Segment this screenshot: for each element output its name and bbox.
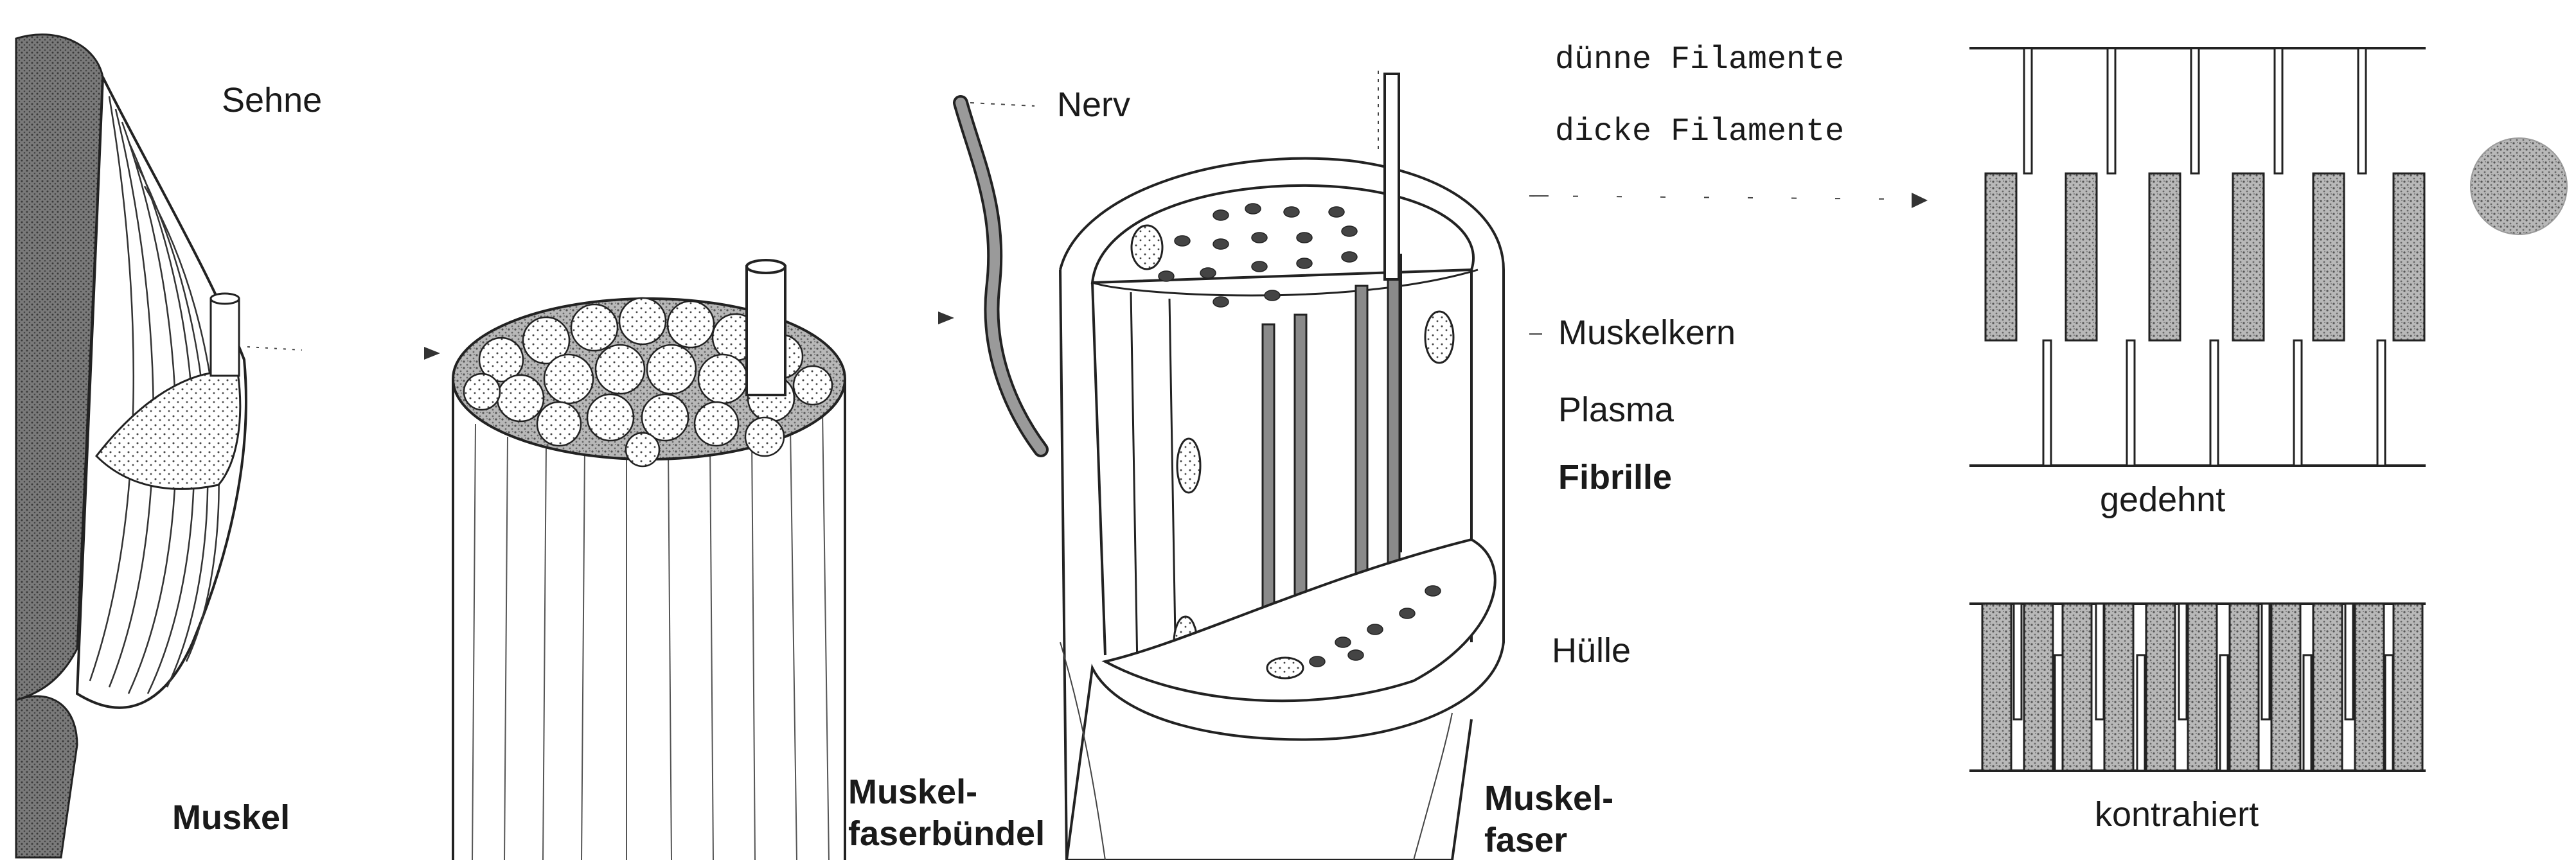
bone-lower: [16, 696, 77, 857]
label-muskelfaser-line1: Muskel-: [1484, 780, 1613, 817]
fibril-extract: [1385, 74, 1399, 279]
sarcomere-contracted: [1969, 604, 2426, 771]
label-muskelfaserbuendel-line2: faserbündel: [848, 816, 1045, 852]
arrow-to-sarcomere: [1912, 193, 1928, 208]
label-dicke-filamente: dicke Filamente: [1555, 116, 1844, 150]
single-fiber-tube: [747, 267, 785, 395]
sarcomere-stretched: [1969, 48, 2567, 466]
label-nerv: Nerv: [1057, 87, 1130, 123]
fiber-panel: [961, 71, 1549, 860]
arrow-to-sarcomere-line: [1529, 196, 1902, 199]
label-gedehnt: gedehnt: [2100, 482, 2225, 518]
label-muskelfaserbuendel-line1: Muskel-: [848, 774, 977, 811]
arrow-to-fiber: [938, 312, 954, 324]
label-sehne: Sehne: [222, 82, 322, 119]
label-muskel: Muskel: [172, 800, 290, 836]
fiber-bundle-tube: [211, 299, 239, 376]
thick-filament-cross-section: [2471, 138, 2567, 234]
bundle-panel: [453, 260, 845, 860]
label-plasma: Plasma: [1558, 392, 1674, 428]
label-huelle: Hülle: [1552, 633, 1631, 669]
label-duenne-filamente: dünne Filamente: [1555, 44, 1844, 78]
muscle-nucleus: [1425, 312, 1453, 363]
label-muskelfaser-line2: faser: [1484, 822, 1567, 859]
label-kontrahiert: kontrahiert: [2095, 796, 2259, 833]
muscle-panel: [16, 35, 302, 857]
label-muskelkern: Muskelkern: [1558, 315, 1736, 351]
label-fibrille: Fibrille: [1558, 459, 1672, 496]
arrow-to-bundle: [424, 347, 440, 360]
